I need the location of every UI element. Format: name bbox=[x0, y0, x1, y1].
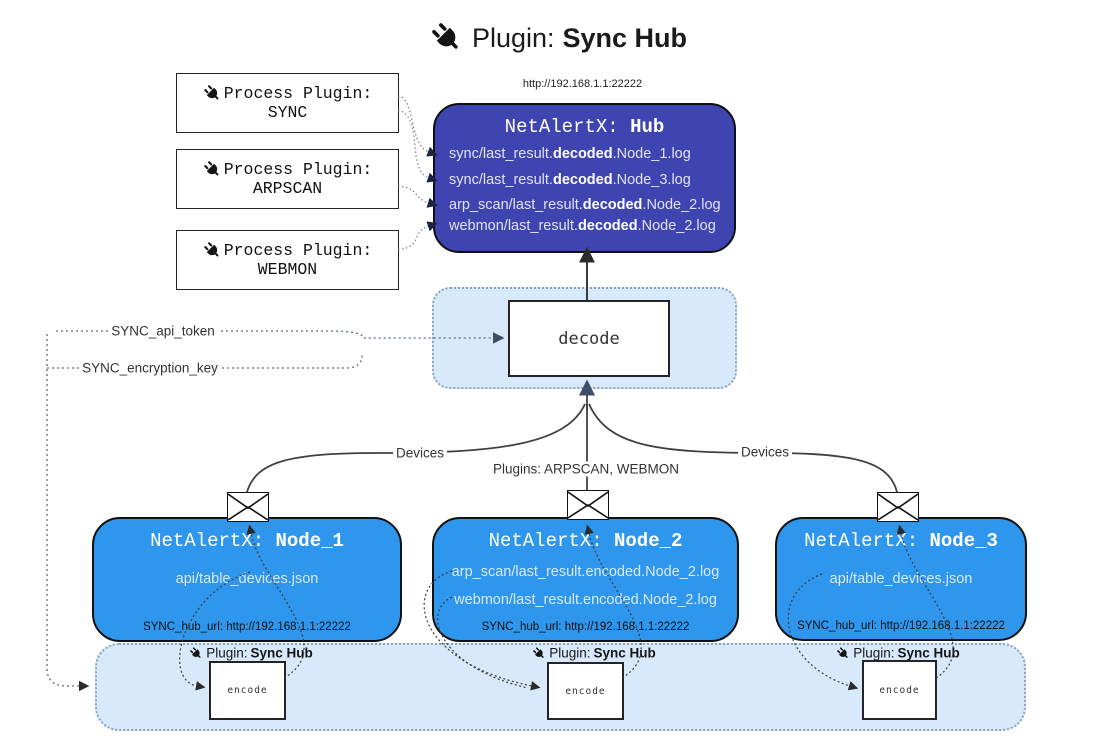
plug-icon bbox=[430, 21, 464, 55]
plug-icon bbox=[836, 646, 850, 660]
plug-icon bbox=[203, 160, 222, 179]
plugin-to-hub-edges bbox=[397, 95, 438, 251]
page-title: Plugin: Sync Hub bbox=[0, 16, 1117, 60]
plug-icon bbox=[203, 241, 222, 260]
hub-box: NetAlertX: Hub sync/last_result.decoded.… bbox=[433, 103, 736, 253]
edge-label-api-token: SYNC_api_token bbox=[108, 323, 218, 339]
process-plugin-arpscan: Process Plugin: ARPSCAN bbox=[176, 149, 399, 209]
mail-icon bbox=[877, 492, 919, 522]
node-box-node1: NetAlertX: Node_1 api/table_devices.json… bbox=[92, 517, 402, 642]
hub-log-line: arp_scan/last_result.decoded.Node_2.log bbox=[449, 197, 721, 213]
edge-label-devices-right: Devices bbox=[737, 444, 793, 460]
decode-box: decode bbox=[508, 300, 670, 377]
encode-label: encode bbox=[227, 685, 268, 696]
encode-box: encode bbox=[862, 660, 937, 720]
hub-log-line: sync/last_result.decoded.Node_3.log bbox=[449, 172, 691, 188]
decode-label: decode bbox=[558, 328, 620, 349]
node-line: arp_scan/last_result.encoded.Node_2.log bbox=[451, 564, 720, 580]
node-box-node2: NetAlertX: Node_2 arp_scan/last_result.e… bbox=[432, 517, 739, 642]
encode-label: encode bbox=[879, 684, 920, 696]
node-title: NetAlertX: Node_3 bbox=[804, 530, 998, 552]
process-plugin-webmon: Process Plugin: WEBMON bbox=[176, 230, 399, 290]
node-box-node3: NetAlertX: Node_3 api/table_devices.json… bbox=[775, 517, 1027, 641]
node-hub-url: SYNC_hub_url: http://192.168.1.1:22222 bbox=[797, 620, 1005, 632]
hub-title: NetAlertX: Hub bbox=[435, 116, 734, 138]
node-hub-url: SYNC_hub_url: http://192.168.1.1:22222 bbox=[481, 621, 690, 633]
node-hub-url: SYNC_hub_url: http://192.168.1.1:22222 bbox=[143, 621, 351, 633]
page-title-bold: Sync Hub bbox=[562, 22, 688, 53]
hub-title-prefix: NetAlertX: bbox=[504, 116, 631, 138]
sync-hub-plugin-label: Plugin: Sync Hub bbox=[532, 646, 656, 661]
hub-log-line: webmon/last_result.decoded.Node_2.log bbox=[449, 218, 716, 234]
edge-label-encryption-key: SYNC_encryption_key bbox=[79, 360, 221, 376]
mail-icon bbox=[227, 492, 269, 522]
process-plugin-name: WEBMON bbox=[257, 260, 318, 279]
node-line: webmon/last_result.encoded.Node_2.log bbox=[454, 592, 717, 608]
sync-hub-plugin-label: Plugin: Sync Hub bbox=[189, 646, 313, 661]
mail-icon bbox=[567, 490, 609, 520]
page-title-prefix: Plugin: bbox=[471, 22, 555, 53]
edge-label-plugins-center: Plugins: ARPSCAN, WEBMON bbox=[489, 461, 683, 477]
process-plugin-name: ARPSCAN bbox=[252, 179, 323, 198]
node-title: NetAlertX: Node_2 bbox=[488, 530, 683, 552]
edge-label-devices-left: Devices bbox=[392, 445, 448, 461]
node-line: api/table_devices.json bbox=[829, 571, 973, 587]
process-plugin-sync: Process Plugin: SYNC bbox=[176, 73, 399, 133]
hub-title-bold: Hub bbox=[630, 116, 665, 138]
node-title: NetAlertX: Node_1 bbox=[150, 530, 344, 552]
process-plugin-label: Process Plugin: bbox=[223, 160, 373, 179]
encode-box: encode bbox=[209, 661, 286, 720]
node-line: api/table_devices.json bbox=[175, 571, 319, 587]
sync-hub-plugin-label: Plugin: Sync Hub bbox=[836, 646, 960, 661]
plug-icon bbox=[203, 84, 222, 103]
plug-icon bbox=[532, 646, 546, 660]
process-plugin-label: Process Plugin: bbox=[223, 241, 373, 260]
process-plugin-label: Process Plugin: bbox=[223, 84, 373, 103]
node-to-decode-edges bbox=[246, 379, 898, 493]
hub-log-line: sync/last_result.decoded.Node_1.log bbox=[449, 146, 691, 162]
process-plugin-name: SYNC bbox=[267, 103, 308, 122]
plug-icon bbox=[189, 646, 203, 660]
hub-url-label: http://192.168.1.1:22222 bbox=[522, 78, 643, 90]
encode-box: encode bbox=[547, 662, 624, 720]
encode-label: encode bbox=[565, 685, 606, 697]
